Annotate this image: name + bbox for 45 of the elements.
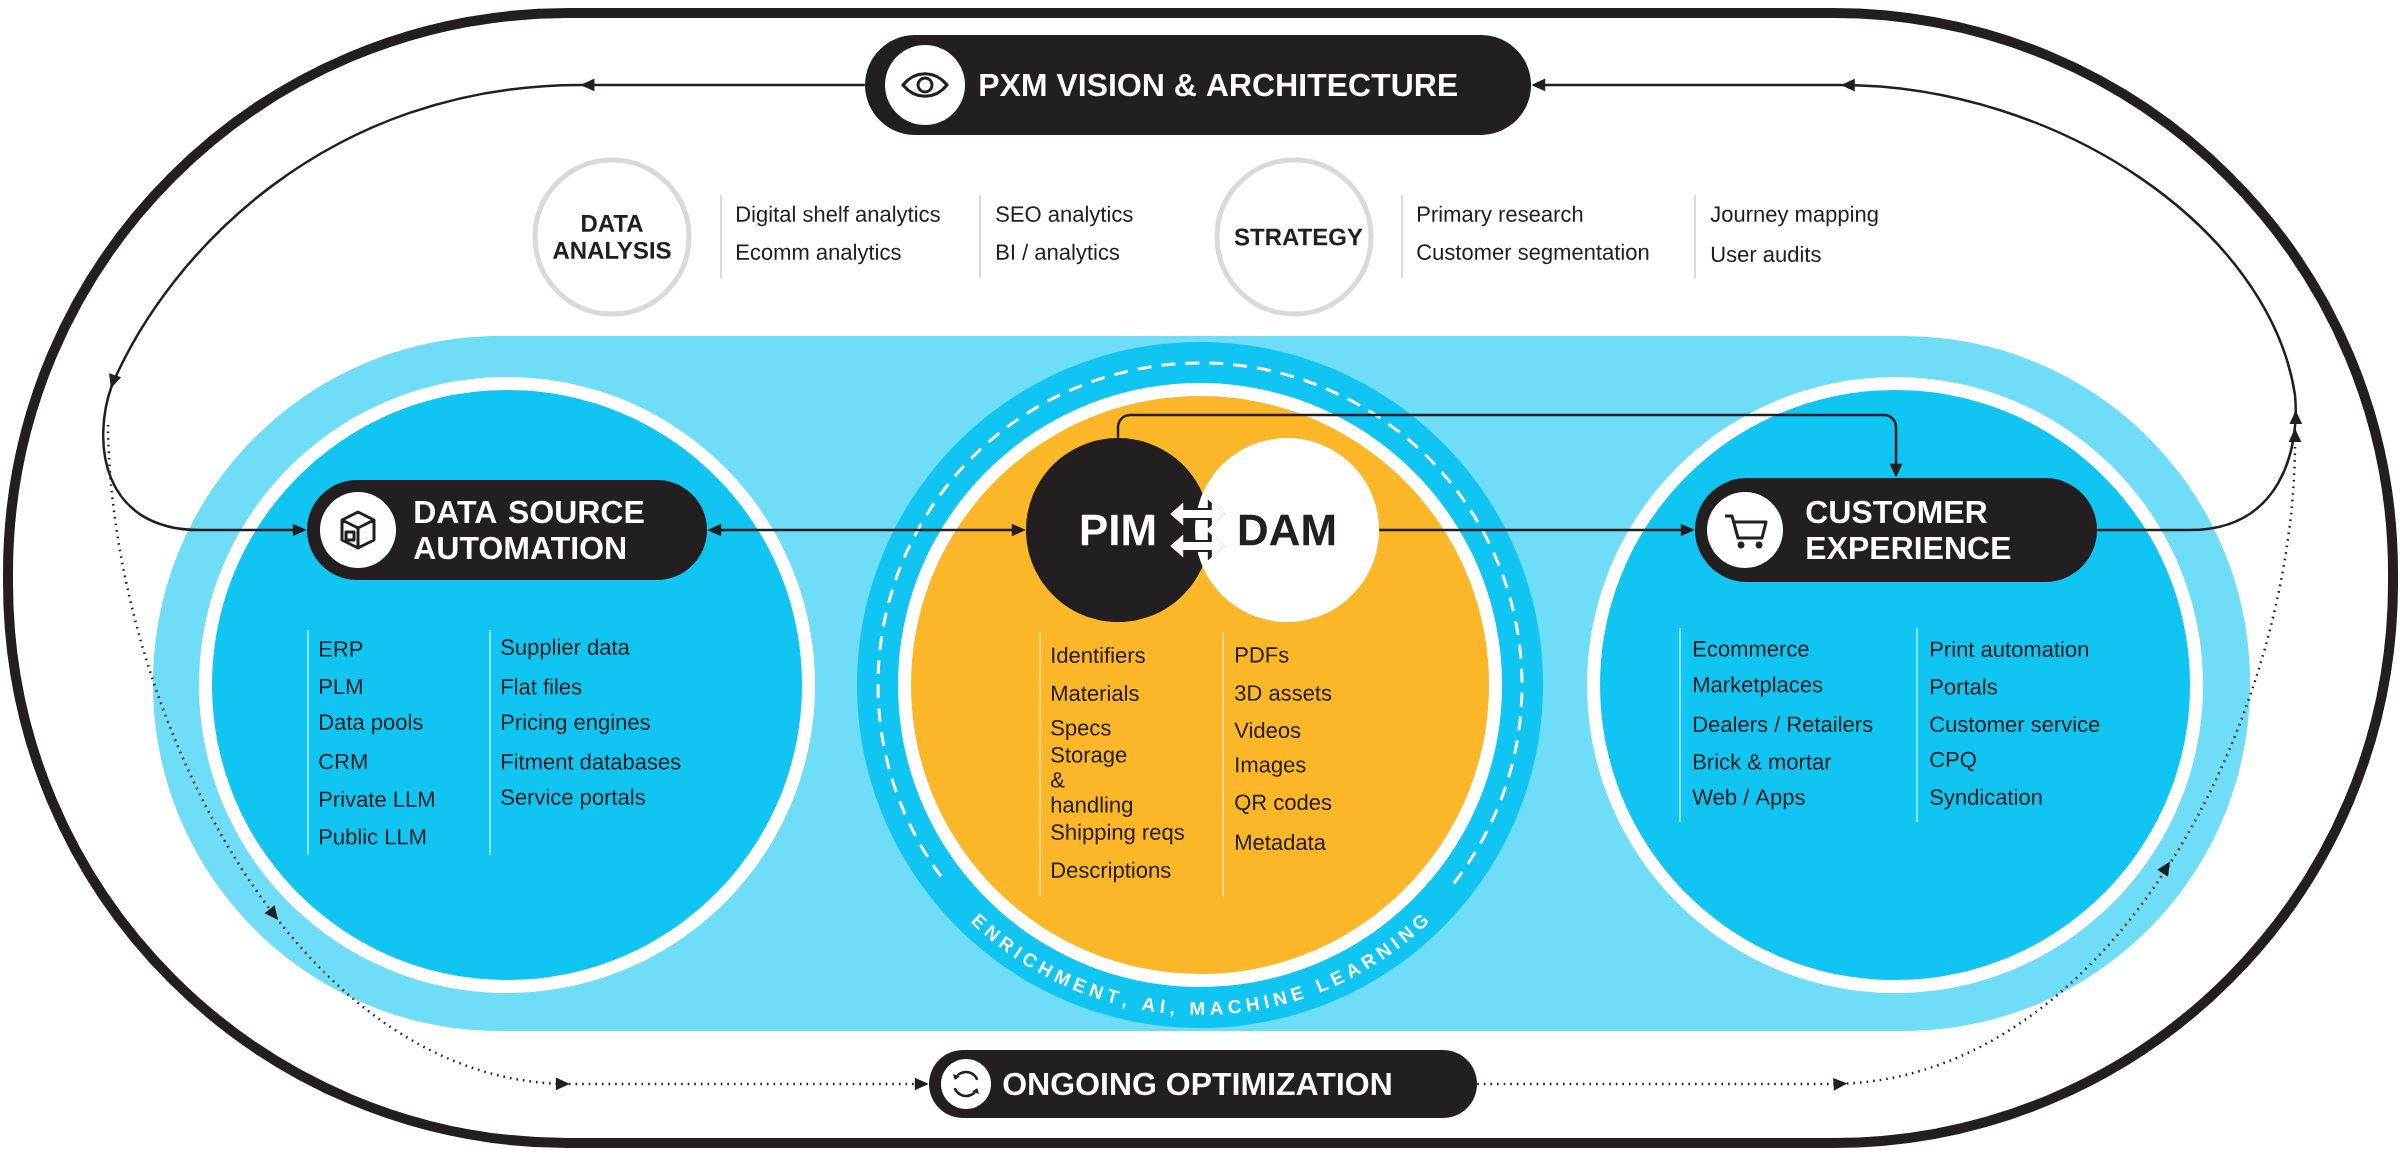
list-item: Private LLM [320,790,434,808]
list-item: Storage & handling [1051,747,1132,817]
list-item: Shipping reqs [1051,823,1184,845]
heading-pill: PXM VISION & ARCHITECTURE [865,35,1531,135]
list-item: Customer service [1930,715,2100,733]
list-item: BI / analytics [997,243,1120,265]
list-item: Dealers / Retailers [1694,715,1873,733]
list-item: Ecomm analytics [737,243,901,265]
list-item: Specs [1051,720,1111,740]
list-item: Videos [1234,721,1301,739]
list-item: Portals [1931,678,1997,695]
list-item: Journey mapping [1710,205,1878,227]
list-item: Web / Apps [1692,788,1805,810]
list-item: Service portals [501,788,645,810]
list-item: CPQ [1930,751,1976,772]
list-item: Data pools [320,713,423,735]
list-item: User audits [1711,245,1821,263]
list-item: Ecommerce [1694,641,1809,657]
list-item: Marketplaces [1694,676,1823,697]
list-item: Primary research [1418,205,1583,227]
list-item: Print automation [1931,640,2088,658]
list-item: Brick & mortar [1694,753,1832,770]
list-item: CRM [319,753,367,770]
list-item: Images [1236,757,1306,777]
list-item: 3D assets [1235,685,1332,701]
list-item: Digital shelf analytics [737,205,940,227]
list-item: Public LLM [320,828,426,845]
list-item: Syndication [1930,788,2042,810]
list-item: Pricing engines [502,713,650,735]
list-item: Materials [1052,684,1139,702]
list-item: QR codes [1235,793,1332,815]
list-item: Flat files [502,678,582,695]
list-item: Customer segmentation [1417,243,1649,265]
disc: PIM [1026,438,1210,622]
list-item: ERP [320,641,363,657]
list-item: SEO analytics [996,205,1133,227]
list-item: Fitment databases [502,753,681,770]
list-item: Descriptions [1052,861,1171,883]
list-item: PLM [320,678,362,695]
list-item: Identifiers [1052,646,1145,664]
list-item: Metadata [1236,833,1326,851]
heading-pill: ONGOING OPTIMIZATION [929,1050,1477,1118]
list-item: Supplier data [501,638,630,660]
disc: DAM [1195,438,1379,622]
list-item: PDFs [1236,647,1289,663]
